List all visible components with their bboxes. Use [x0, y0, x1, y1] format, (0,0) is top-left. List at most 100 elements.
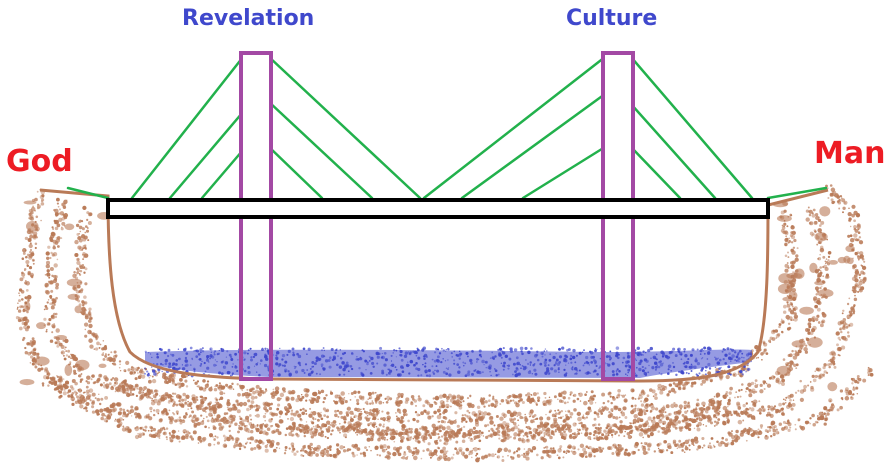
earth-speck [382, 449, 384, 451]
water-speck [408, 364, 411, 366]
earth-speck [349, 399, 352, 401]
earth-speck [20, 305, 23, 307]
earth-speck [646, 394, 650, 398]
earth-speck [819, 323, 824, 328]
earth-speck [376, 432, 380, 436]
earth-speck [67, 355, 71, 359]
earth-speck [78, 264, 82, 268]
earth-speck [768, 376, 772, 380]
earth-speck [812, 233, 815, 236]
earth-speck [597, 423, 601, 426]
water-speck [253, 365, 256, 367]
earth-speck [830, 403, 835, 407]
earth-speck [703, 444, 706, 447]
earth-speck [230, 420, 233, 423]
earth-speck [270, 402, 273, 406]
earth-speck [850, 306, 855, 311]
water-speck [458, 357, 461, 360]
earth-speck [688, 418, 692, 422]
earth-speck [371, 401, 374, 405]
earth-speck [413, 447, 416, 450]
water-speck [175, 359, 179, 362]
water-speck [264, 347, 267, 350]
earth-speck [226, 436, 231, 442]
earth-speck [527, 447, 531, 452]
earth-speck [196, 399, 199, 401]
earth-speck [320, 389, 325, 394]
earth-speck [277, 403, 281, 407]
earth-speck [848, 207, 850, 209]
earth-speck [200, 420, 205, 426]
earth-speck [647, 434, 651, 438]
earth-speck [46, 269, 50, 273]
earth-speck [459, 401, 462, 403]
earth-speck [195, 395, 198, 398]
water-speck [171, 353, 175, 357]
earth-speck [476, 405, 481, 410]
earth-speck [836, 200, 840, 203]
earth-speck [264, 419, 267, 422]
earth-speck [33, 348, 37, 352]
earth-speck [171, 392, 175, 395]
earth-speck [443, 409, 447, 413]
earth-speck [386, 411, 390, 415]
earth-speck [77, 388, 83, 393]
earth-speck [852, 386, 855, 389]
earth-speck [442, 393, 447, 399]
earth-speck [598, 435, 603, 441]
water-speck [670, 369, 673, 372]
earth-speck [60, 237, 63, 239]
earth-speck [134, 426, 140, 432]
earth-speck [192, 379, 195, 382]
water-speck [376, 355, 380, 359]
earth-speck [735, 412, 740, 417]
earth-speck [562, 415, 564, 418]
earth-speck [37, 207, 39, 210]
earth-clump [827, 382, 838, 392]
earth-speck [775, 430, 780, 435]
earth-speck [800, 426, 806, 431]
earth-speck [244, 442, 248, 445]
earth-speck [276, 407, 280, 411]
earth-speck [241, 389, 243, 392]
earth-speck [395, 415, 398, 418]
earth-speck [107, 409, 112, 414]
water-speck [500, 356, 503, 359]
earth-speck [557, 409, 560, 412]
earth-speck [216, 441, 220, 445]
earth-speck [229, 434, 232, 438]
earth-speck [65, 350, 68, 353]
earth-speck [406, 445, 411, 450]
earth-speck [51, 274, 54, 278]
earth-speck [133, 371, 136, 374]
earth-speck [188, 401, 193, 406]
earth-speck [574, 433, 579, 437]
earth-speck [443, 442, 446, 445]
earth-speck [24, 351, 28, 355]
earth-speck [372, 408, 377, 413]
earth-speck [658, 449, 663, 454]
earth-speck [174, 383, 178, 386]
earth-speck [483, 405, 486, 408]
earth-speck [515, 450, 519, 453]
earth-speck [745, 407, 749, 411]
earth-speck [535, 428, 539, 432]
water-speck [213, 351, 216, 354]
earth-speck [854, 294, 856, 297]
earth-speck [464, 454, 469, 459]
earth-speck [398, 399, 403, 405]
water-speck [571, 366, 574, 368]
water-speck [714, 357, 718, 361]
earth-speck [401, 427, 406, 431]
water-speck [390, 360, 393, 362]
earth-speck [179, 421, 183, 425]
earth-speck [645, 409, 649, 413]
earth-speck [54, 212, 59, 217]
earth-speck [55, 312, 58, 316]
earth-speck [761, 405, 765, 409]
earth-speck [530, 393, 533, 396]
earth-speck [238, 426, 242, 430]
earth-speck [130, 368, 133, 371]
earth-speck [56, 223, 61, 228]
water-speck [515, 356, 519, 360]
